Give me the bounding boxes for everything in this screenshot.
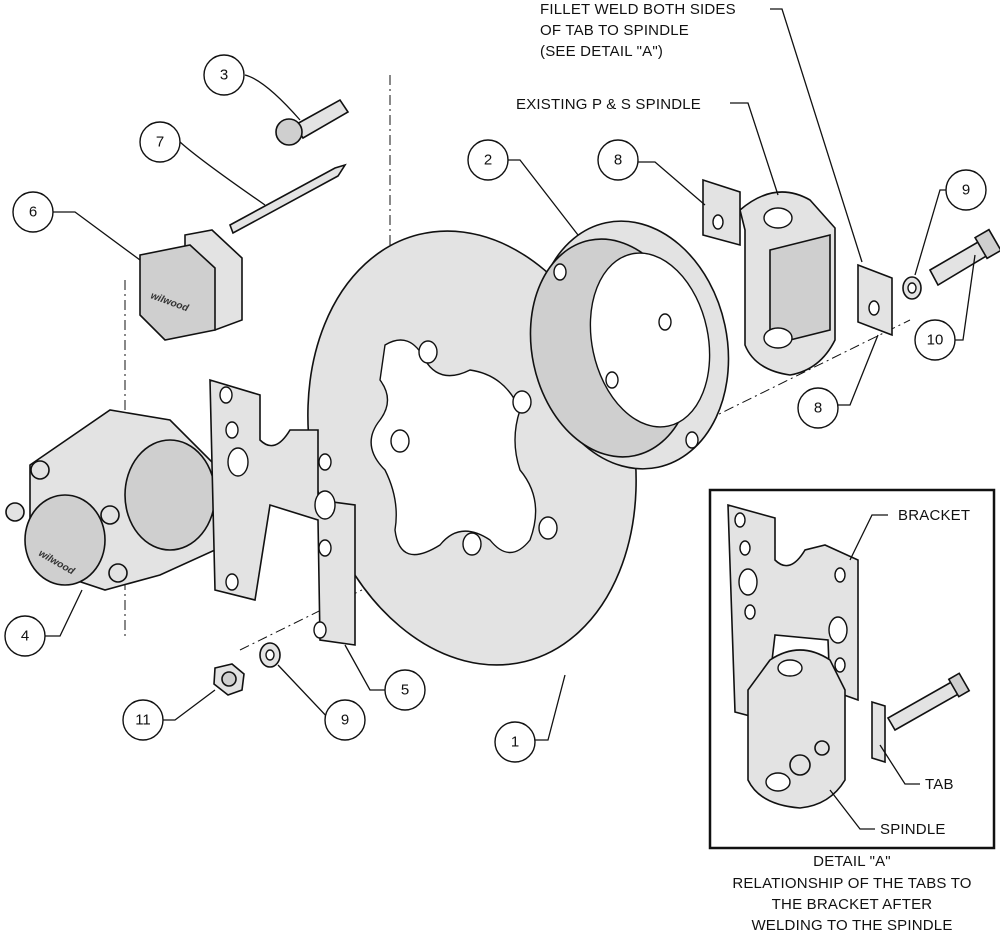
svg-text:9: 9 — [962, 182, 970, 199]
washer-left — [259, 642, 281, 668]
rotor-hat-adapter — [529, 220, 730, 470]
svg-text:8: 8 — [614, 152, 622, 169]
detail-tab-label: TAB — [925, 776, 954, 793]
detail-caption-line-1: RELATIONSHIP OF THE TABS TO — [732, 875, 971, 892]
svg-text:4: 4 — [21, 628, 29, 645]
caliper-bolt — [275, 98, 350, 146]
brake-caliper: wilwood — [5, 409, 221, 591]
callout-bubble-8-lower: 8 — [797, 387, 839, 429]
detail-spindle-label: SPINDLE — [880, 821, 946, 838]
leader-4 — [45, 589, 83, 637]
leader-7 — [179, 141, 266, 206]
cotter-pin — [229, 163, 347, 235]
existing-spindle — [739, 191, 836, 376]
leader-10 — [955, 254, 976, 341]
lock-nut — [213, 663, 245, 696]
spindle-bolt — [928, 228, 1000, 287]
callout-bubble-3: 3 — [203, 54, 245, 96]
svg-text:11: 11 — [135, 712, 151, 729]
callout-bubble-9-right: 9 — [945, 169, 987, 211]
svg-text:8: 8 — [814, 400, 822, 417]
fillet-weld-note-line-2: OF TAB TO SPINDLE — [540, 22, 689, 39]
brake-pad: wilwood — [139, 229, 243, 341]
svg-text:1: 1 — [511, 734, 519, 751]
leader-8-lower — [838, 334, 879, 406]
svg-text:2: 2 — [484, 152, 492, 169]
svg-text:10: 10 — [927, 332, 944, 349]
leader-11 — [160, 689, 216, 721]
fillet-weld-note-line-3: (SEE DETAIL "A") — [540, 43, 663, 60]
svg-text:7: 7 — [156, 134, 164, 151]
svg-text:9: 9 — [341, 712, 349, 729]
callout-bubble-7: 7 — [139, 121, 181, 163]
leader-6 — [52, 211, 141, 261]
detail-bracket-label: BRACKET — [898, 507, 970, 524]
callout-bubble-2: 2 — [467, 139, 509, 181]
leader-existing-spindle — [730, 102, 779, 196]
callout-bubble-10: 10 — [914, 319, 956, 361]
detail-caption-line-2: THE BRACKET AFTER — [772, 896, 933, 913]
svg-text:6: 6 — [29, 204, 37, 221]
callout-bubble-8-upper: 8 — [597, 139, 639, 181]
caliper-bracket — [209, 378, 356, 646]
callout-bubble-6: 6 — [12, 191, 54, 233]
leader-5 — [344, 644, 385, 691]
callout-bubble-5: 5 — [384, 669, 426, 711]
callout-bubble-1: 1 — [494, 721, 536, 763]
callout-bubble-9-left: 9 — [324, 699, 366, 741]
detail-caption-line-3: WELDING TO THE SPINDLE — [751, 917, 952, 934]
weld-tab-upper — [702, 178, 741, 247]
callout-bubble-11: 11 — [122, 699, 164, 741]
detail-caption-title: DETAIL "A" — [813, 853, 891, 870]
leader-1 — [535, 674, 566, 741]
leader-2 — [508, 159, 579, 236]
svg-text:3: 3 — [220, 67, 228, 84]
callout-bubble-4: 4 — [4, 615, 46, 657]
weld-tab-lower — [857, 263, 893, 337]
fillet-weld-note-line-1: FILLET WELD BOTH SIDES — [540, 1, 736, 18]
leader-8-upper — [637, 161, 706, 206]
detail-a-panel: BRACKET TAB SPINDLE — [708, 488, 996, 850]
svg-text:5: 5 — [401, 682, 409, 699]
existing-spindle-label: EXISTING P & S SPINDLE — [516, 96, 701, 113]
leader-fillet-weld — [770, 8, 863, 263]
washer-right — [902, 276, 922, 300]
leader-3 — [244, 74, 301, 121]
